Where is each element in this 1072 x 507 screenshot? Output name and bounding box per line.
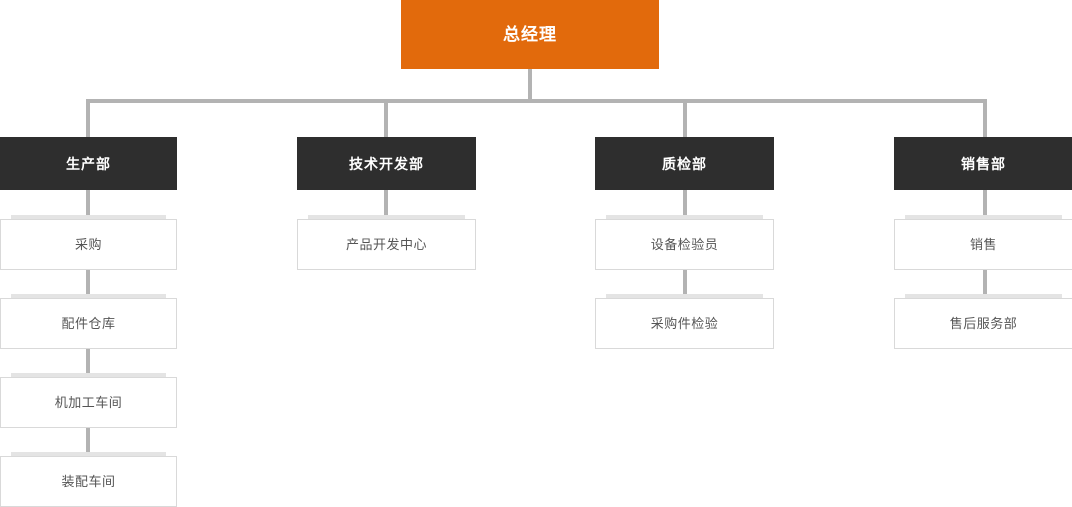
connector-tech-development-to-child-1 [384,190,388,220]
org-node-root[interactable]: 总经理 [401,0,659,69]
org-node-child-purchasing-label: 采购 [74,237,102,252]
connector-trunk-to-dept-4 [983,99,987,137]
org-node-child-machining-workshop[interactable]: 机加工车间 [0,373,177,428]
connector-trunk [86,99,987,103]
org-node-child-equipment-inspector[interactable]: 设备检验员 [595,215,774,270]
org-node-child-after-sales-service[interactable]: 售后服务部 [894,294,1072,349]
org-node-child-parts-warehouse[interactable]: 配件仓库 [0,294,177,349]
org-node-child-product-development-center-label: 产品开发中心 [345,237,427,252]
connector-production-to-child-2 [86,270,90,299]
connector-sales-to-child-2 [983,270,987,299]
org-node-root-label: 总经理 [503,25,557,44]
org-node-child-after-sales-service-label: 售后服务部 [949,316,1018,331]
org-node-child-purchased-parts-inspection-label: 采购件检验 [650,316,719,331]
org-node-dept-quality-inspection[interactable]: 质检部 [595,137,774,190]
org-node-dept-production-label: 生产部 [66,155,111,172]
connector-trunk-to-dept-1 [86,99,90,137]
org-node-dept-sales-label: 销售部 [961,155,1006,172]
org-node-child-purchased-parts-inspection[interactable]: 采购件检验 [595,294,774,349]
org-node-child-purchasing[interactable]: 采购 [0,215,177,270]
connector-trunk-to-dept-2 [384,99,388,137]
org-node-child-product-development-center[interactable]: 产品开发中心 [297,215,476,270]
connector-production-to-child-3 [86,349,90,378]
org-node-dept-quality-inspection-label: 质检部 [662,155,707,172]
org-node-child-assembly-workshop[interactable]: 装配车间 [0,452,177,507]
org-node-dept-sales[interactable]: 销售部 [894,137,1072,190]
connector-quality-inspection-to-child-1 [683,190,687,220]
connector-root-stem [528,69,532,103]
connector-trunk-to-dept-3 [683,99,687,137]
connector-production-to-child-1 [86,190,90,220]
org-node-child-machining-workshop-label: 机加工车间 [54,395,123,410]
connector-production-to-child-4 [86,428,90,457]
org-node-child-sales[interactable]: 销售 [894,215,1072,270]
org-node-dept-tech-development[interactable]: 技术开发部 [297,137,476,190]
connector-sales-to-child-1 [983,190,987,220]
org-node-dept-tech-development-label: 技术开发部 [349,155,424,172]
connector-quality-inspection-to-child-2 [683,270,687,299]
org-node-child-sales-label: 销售 [969,237,997,252]
org-node-child-parts-warehouse-label: 配件仓库 [61,316,116,331]
org-node-child-equipment-inspector-label: 设备检验员 [650,237,719,252]
org-node-dept-production[interactable]: 生产部 [0,137,177,190]
org-node-child-assembly-workshop-label: 装配车间 [61,474,116,489]
